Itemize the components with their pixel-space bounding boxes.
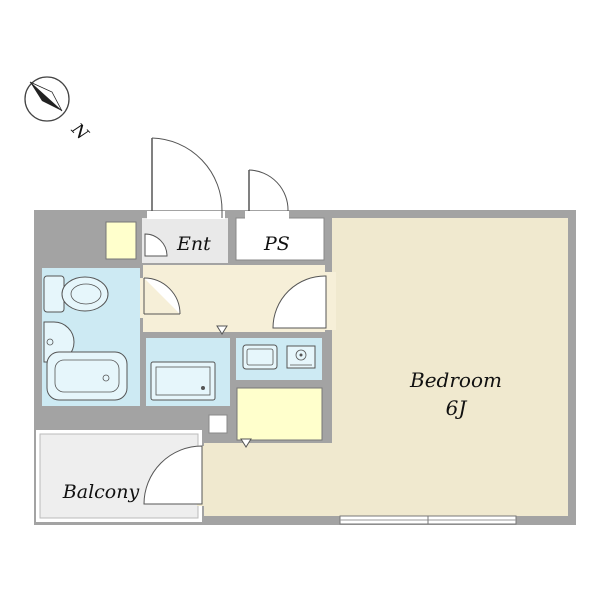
bedroom-label: Bedroom	[409, 368, 502, 392]
entrance-door	[147, 137, 225, 219]
balcony-door	[143, 445, 209, 506]
washing-machine-pan-icon	[150, 361, 216, 401]
meter-box	[208, 414, 228, 434]
pipe-space	[235, 217, 325, 261]
toilet-icon	[43, 275, 109, 313]
north-label: N	[67, 119, 93, 145]
stove-icon	[286, 345, 316, 369]
bathroom-door	[140, 277, 181, 318]
entrance-label: Ent	[176, 233, 211, 255]
balcony-label: Balcony	[62, 481, 140, 503]
step-marker	[240, 438, 252, 448]
kitchen-sink-icon	[242, 344, 278, 370]
bedroom-size-label: 6J	[446, 396, 468, 420]
bathtub-icon	[46, 351, 128, 401]
shoe-storage-door	[144, 233, 168, 257]
ps-label: PS	[263, 233, 290, 255]
bedroom-door	[272, 272, 336, 330]
shoe-storage	[105, 221, 137, 260]
step-marker	[216, 325, 228, 335]
window	[339, 515, 517, 525]
ps-door	[245, 169, 289, 219]
north-arrow-icon: N	[24, 76, 93, 145]
closet	[236, 387, 323, 441]
